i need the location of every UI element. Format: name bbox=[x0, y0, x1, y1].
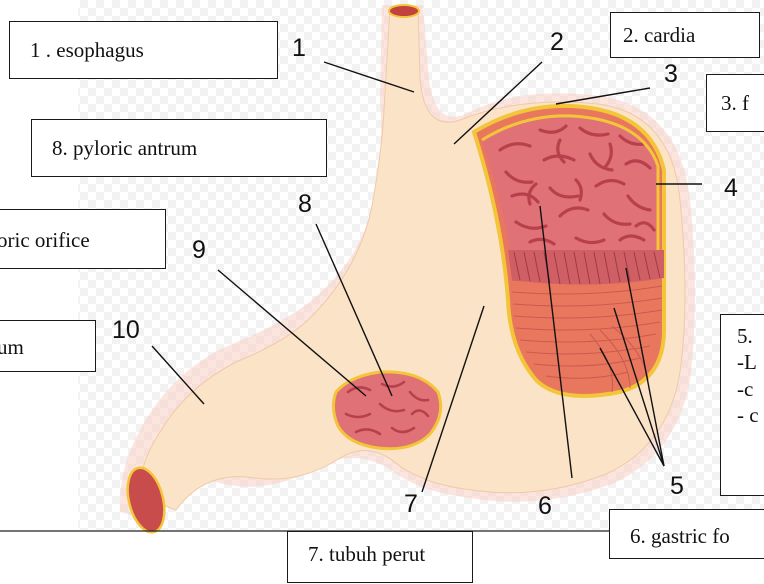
esophagus-opening bbox=[389, 5, 419, 17]
label-duodenum: um bbox=[0, 320, 96, 372]
num-4: 4 bbox=[724, 174, 738, 202]
num-6: 6 bbox=[538, 492, 552, 520]
label-fundus: 3. f bbox=[706, 74, 764, 132]
label-pyloric-antrum: 8. pyloric antrum bbox=[31, 119, 327, 177]
num-1: 1 bbox=[292, 34, 306, 62]
label-pyloric-orifice: oric orifice bbox=[0, 209, 166, 269]
label-esophagus: 1 . esophagus bbox=[9, 21, 278, 79]
num-2: 2 bbox=[550, 28, 564, 56]
num-10: 10 bbox=[112, 316, 140, 344]
label-cardia: 2. cardia bbox=[610, 12, 760, 58]
oblique-muscle-band bbox=[508, 250, 664, 285]
gastric-mucosa bbox=[482, 116, 658, 250]
num-9: 9 bbox=[192, 236, 206, 264]
num-5: 5 bbox=[670, 472, 684, 500]
num-7: 7 bbox=[404, 490, 418, 518]
label-gastric-folds: 6. gastric fo bbox=[609, 509, 764, 559]
num-3: 3 bbox=[664, 60, 678, 88]
label-body-of-stomach: 7. tubuh perut bbox=[287, 531, 473, 583]
num-8: 8 bbox=[298, 190, 312, 218]
label-muscle-layers: 5. -L -c - c bbox=[720, 314, 764, 496]
